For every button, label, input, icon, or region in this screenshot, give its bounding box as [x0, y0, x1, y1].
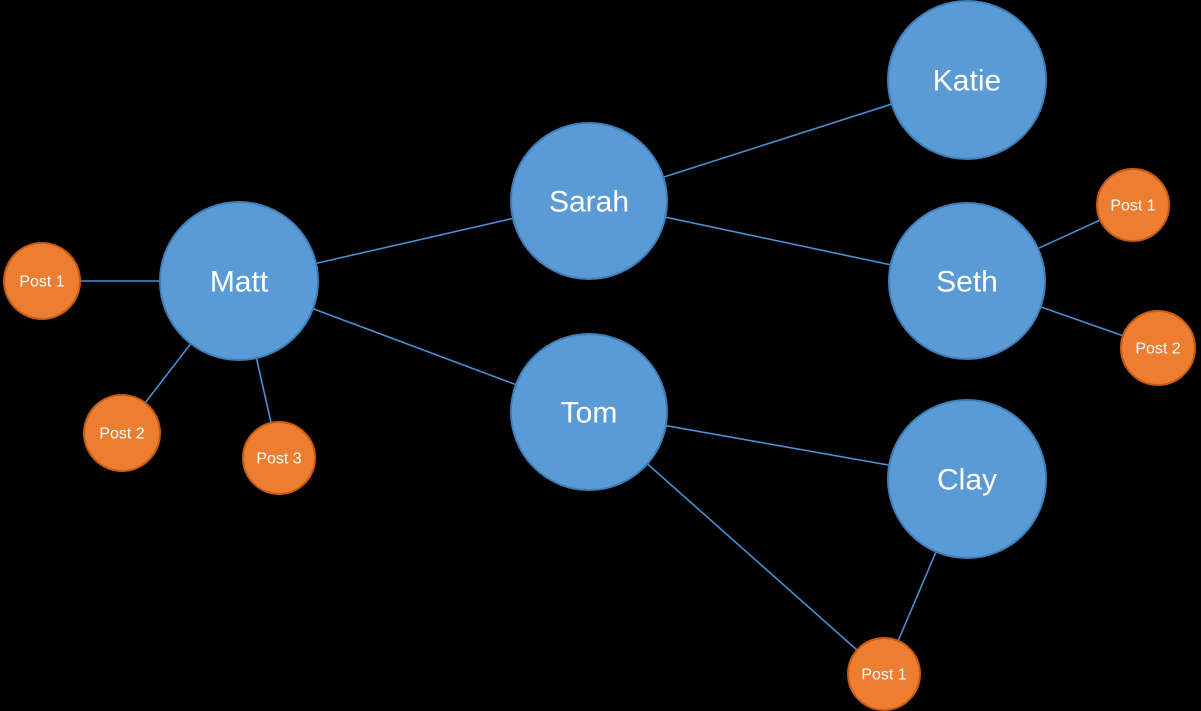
graph-edge-matt_post2-to-matt: [143, 342, 193, 405]
graph-edge-sarah-to-seth: [664, 216, 892, 266]
graph-edge-sarah-to-katie: [662, 103, 893, 179]
graph-node-matt_post2[interactable]: Post 2: [83, 394, 161, 472]
node-circle-shared_post1[interactable]: [847, 637, 921, 711]
graph-edge-clay-to-shared_post1: [896, 550, 938, 643]
graph-edge-tom-to-shared_post1: [646, 462, 859, 652]
node-circle-seth[interactable]: [888, 202, 1046, 360]
graph-node-seth_post1[interactable]: Post 1: [1096, 168, 1170, 242]
graph-edge-matt_post3-to-matt: [255, 356, 273, 425]
graph-node-shared_post1[interactable]: Post 1: [847, 637, 921, 711]
node-circle-clay[interactable]: [887, 399, 1047, 559]
node-circle-katie[interactable]: [887, 0, 1047, 160]
graph-node-matt_post3[interactable]: Post 3: [242, 421, 316, 495]
node-circle-matt_post1[interactable]: [3, 242, 81, 320]
node-circle-matt_post3[interactable]: [242, 421, 316, 495]
node-circle-seth_post1[interactable]: [1096, 168, 1170, 242]
graph-node-sarah[interactable]: Sarah: [510, 122, 668, 280]
node-circle-matt[interactable]: [159, 201, 319, 361]
graph-node-matt[interactable]: Matt: [159, 201, 319, 361]
graph-node-clay[interactable]: Clay: [887, 399, 1047, 559]
graph-node-tom[interactable]: Tom: [510, 333, 668, 491]
graph-node-seth[interactable]: Seth: [888, 202, 1046, 360]
graph-node-matt_post1[interactable]: Post 1: [3, 242, 81, 320]
graph-edge-seth-to-seth_post1: [1036, 218, 1102, 250]
graph-edge-matt-to-tom: [311, 307, 518, 386]
graph-edge-tom-to-clay: [664, 424, 891, 467]
node-circle-matt_post2[interactable]: [83, 394, 161, 472]
graph-edge-seth-to-seth_post2: [1039, 305, 1125, 337]
graph-edge-matt-to-sarah: [314, 217, 515, 265]
graph-node-seth_post2[interactable]: Post 2: [1120, 310, 1196, 386]
node-circle-tom[interactable]: [510, 333, 668, 491]
edge-layer: [79, 103, 1125, 652]
graph-node-katie[interactable]: Katie: [887, 0, 1047, 160]
node-circle-sarah[interactable]: [510, 122, 668, 280]
node-circle-seth_post2[interactable]: [1120, 310, 1196, 386]
